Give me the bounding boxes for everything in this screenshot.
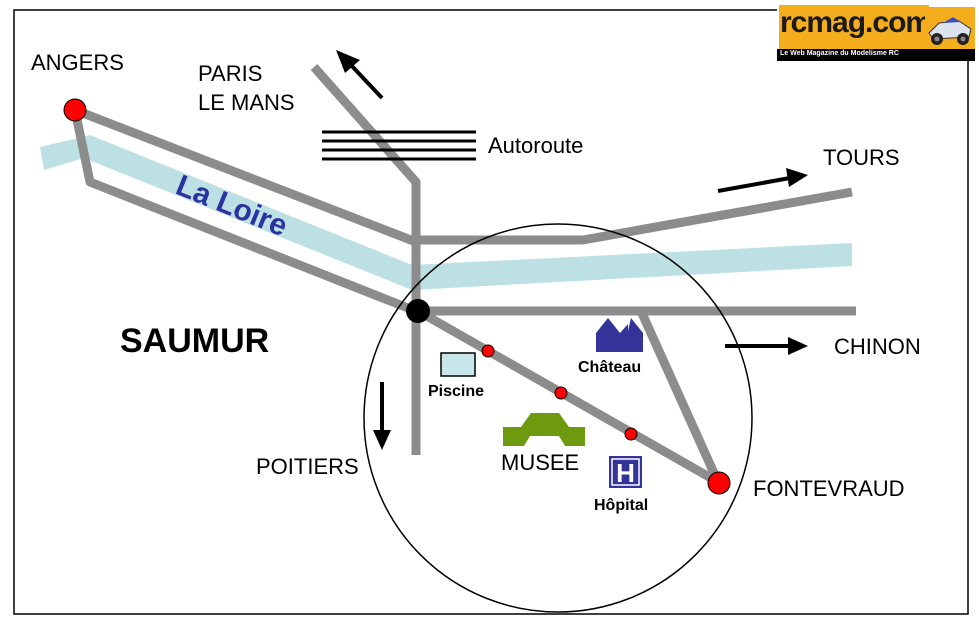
river-loire [40, 135, 852, 290]
logo-brand-text: rcmag.com [780, 6, 932, 39]
hospital-icon-letter: H [616, 458, 635, 488]
logo-tagline-bar [777, 49, 975, 61]
road-angers-north [73, 105, 418, 247]
road-paris [310, 64, 421, 455]
label-hopital: Hôpital [594, 497, 648, 514]
musee-icon [503, 413, 585, 446]
label-angers: ANGERS [31, 50, 124, 75]
arrow-paris-head [336, 50, 360, 73]
label-saumur: SAUMUR [120, 322, 269, 360]
logo-brand-block [779, 5, 929, 49]
rcmag-logo[interactable]: rcmag.com Le Web Magazine du Modelisme R… [777, 5, 975, 61]
hospital-icon-inner-border [611, 458, 640, 486]
rc-car-icon [925, 7, 975, 49]
arrow-tours-head [786, 168, 808, 187]
marker-stop-1 [481, 344, 495, 358]
piscine-icon [440, 352, 476, 377]
saumur-town-circle [363, 223, 753, 613]
arrow-paris [348, 62, 384, 100]
road-tours [416, 187, 853, 245]
logo-tagline: Le Web Magazine du Modelisme RC [780, 50, 899, 57]
direction-arrows [336, 50, 808, 450]
label-tours: TOURS [823, 145, 900, 170]
label-autoroute: Autoroute [488, 133, 583, 158]
arrow-chinon-head [788, 337, 808, 355]
label-piscine: Piscine [428, 383, 484, 400]
road-angers-south [70, 109, 420, 317]
arrow-tours [717, 176, 791, 193]
label-poitiers: POITIERS [256, 454, 359, 479]
label-fontevraud: FONTEVRAUD [753, 476, 905, 501]
label-chinon: CHINON [834, 334, 921, 359]
road-chateau-fontevraud [636, 309, 723, 484]
marker-saumur [406, 299, 430, 323]
arrow-poitiers-head [373, 430, 391, 450]
hospital-icon [609, 456, 642, 488]
label-musee: MUSEE [501, 450, 579, 475]
label-le-mans: LE MANS [198, 90, 295, 115]
marker-fontevraud [707, 471, 731, 495]
chateau-icon [596, 318, 643, 352]
marker-stop-3 [624, 427, 638, 441]
marker-angers [63, 98, 87, 122]
autoroute-symbol [322, 130, 476, 161]
label-paris: PARIS [198, 61, 262, 86]
label-chateau: Château [578, 359, 641, 376]
marker-stop-2 [554, 386, 568, 400]
road-fontevraud [415, 307, 721, 486]
roads [70, 64, 856, 486]
